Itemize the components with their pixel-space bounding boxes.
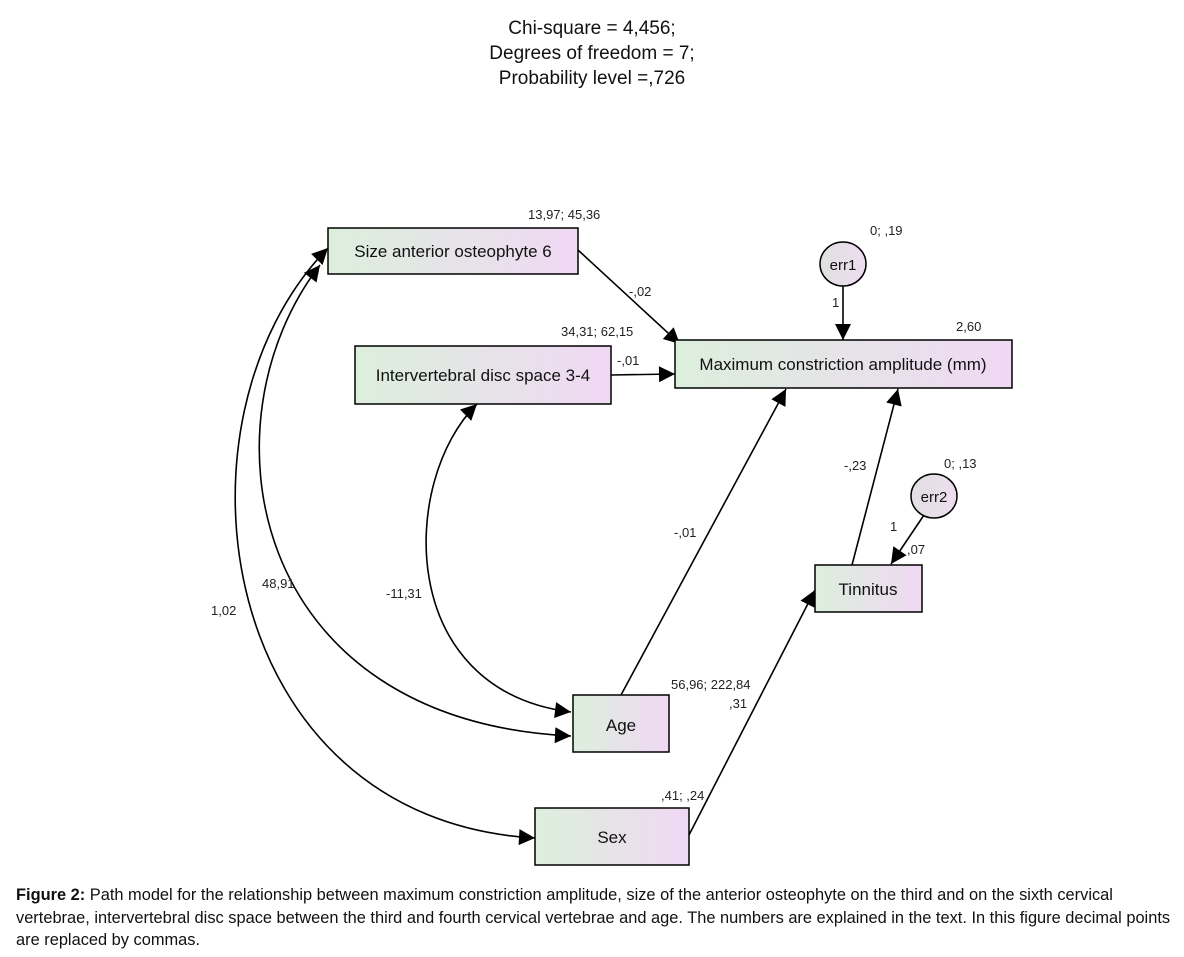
coef-cov-disc-age: -11,31 (386, 586, 422, 601)
coef-tinnitus-mca: -,23 (844, 458, 866, 473)
node-age: Age (572, 694, 670, 753)
covariance-disc-age (425, 403, 572, 718)
model-fit-stats: Chi-square = 4,456; Degrees of freedom =… (0, 16, 1184, 91)
stat-sex: ,41; ,24 (661, 788, 704, 803)
figure-caption-text: Path model for the relationship between … (16, 886, 1171, 949)
node-err1: err1 (819, 241, 867, 287)
node-label: Maximum constriction amplitude (mm) (699, 355, 986, 374)
coef-err1-mca: 1 (832, 295, 839, 310)
node-label: Size anterior osteophyte 6 (354, 242, 552, 261)
node-sex: Sex (534, 807, 690, 866)
stat-tinnitus: ,07 (907, 542, 925, 557)
node-label: Tinnitus (839, 580, 898, 599)
path-err2-to-tinnitus (890, 514, 925, 565)
figure-caption: Figure 2: Path model for the relationshi… (16, 884, 1172, 952)
node-label: Intervertebral disc space 3-4 (376, 366, 591, 385)
coef-sex-tinnitus: ,31 (729, 696, 747, 711)
path-diagram: Size anterior osteophyte 6 Intervertebra… (211, 207, 1013, 866)
path-osteo-to-mca (577, 249, 681, 345)
coef-osteo-mca: -,02 (629, 284, 651, 299)
node-label: Sex (597, 828, 627, 847)
coef-err2-tinnitus: 1 (890, 519, 897, 534)
node-tinnitus: Tinnitus (814, 564, 923, 613)
stat-age: 56,96; 222,84 (671, 677, 751, 692)
covariance-osteo-sex (234, 247, 536, 846)
figure-caption-label: Figure 2: (16, 886, 86, 904)
coef-age-mca: -,01 (674, 525, 696, 540)
chi-square-text: Chi-square = 4,456; (508, 18, 676, 39)
path-age-to-mca (620, 388, 787, 696)
degrees-of-freedom-text: Degrees of freedom = 7; (489, 43, 695, 64)
stat-osteo: 13,97; 45,36 (528, 207, 600, 222)
coef-cov-osteo-sex: 1,02 (211, 603, 236, 618)
stat-disc: 34,31; 62,15 (561, 324, 633, 339)
coef-disc-mca: -,01 (617, 353, 639, 368)
covariance-osteo-age (258, 264, 572, 744)
path-sex-to-tinnitus (688, 589, 816, 836)
node-err2: err2 (910, 473, 958, 519)
node-label: Age (606, 716, 636, 735)
stat-err2: 0; ,13 (944, 456, 977, 471)
node-label: err2 (921, 489, 948, 506)
coef-cov-osteo-age: 48,91 (262, 576, 295, 591)
node-maximum-constriction-amplitude: Maximum constriction amplitude (mm) (674, 339, 1013, 389)
path-tinnitus-to-mca (851, 388, 902, 566)
node-intervertebral-disc-space: Intervertebral disc space 3-4 (354, 345, 612, 405)
node-label: err1 (830, 257, 857, 274)
probability-level-text: Probability level =,726 (498, 68, 686, 89)
path-disc-to-mca (610, 366, 676, 383)
stat-err1: 0; ,19 (870, 223, 903, 238)
stat-mca: 2,60 (956, 319, 981, 334)
node-size-anterior-osteophyte: Size anterior osteophyte 6 (327, 227, 579, 275)
